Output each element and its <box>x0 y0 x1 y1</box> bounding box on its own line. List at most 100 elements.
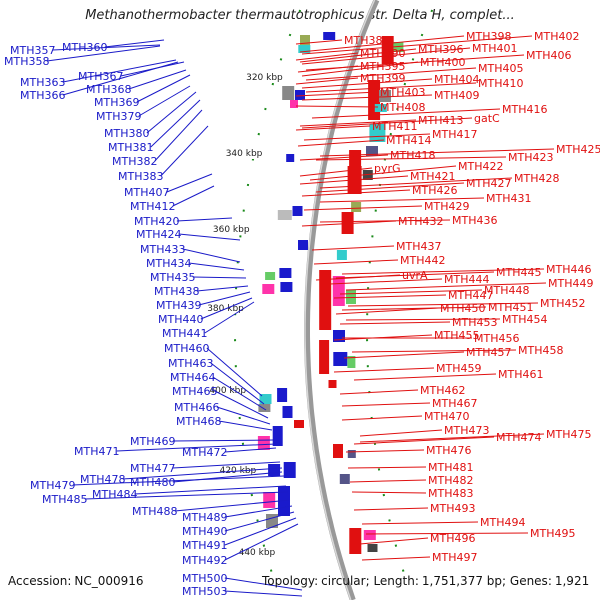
left-gene-label: MTH357 <box>10 44 55 57</box>
left-gene-label: MTH367 <box>78 70 123 83</box>
right-gene-label: MTH429 <box>424 200 469 213</box>
left-gene-label: MTH440 <box>158 313 203 326</box>
gene-arrow <box>277 388 288 402</box>
topology-value: circular; <box>321 574 370 588</box>
left-callout-line <box>224 590 303 597</box>
gene-arrow <box>333 444 343 458</box>
left-gene-label: MTH433 <box>140 243 185 256</box>
right-gene-label: gatC <box>474 112 500 125</box>
left-gene-label: MTH434 <box>146 257 191 270</box>
gene-arrow <box>286 154 295 162</box>
topology-readout: Topology:circular; Length:1,751,377 bp; … <box>262 574 589 588</box>
right-gene-label: MTH449 <box>548 277 593 290</box>
right-gene-label: MTH427 <box>466 177 511 190</box>
left-callout-line <box>154 109 203 162</box>
gene-block <box>333 352 348 366</box>
left-gene-label: MTH465 <box>172 385 217 398</box>
left-gene-label: MTH484 <box>92 488 137 501</box>
right-callout-line <box>345 318 501 321</box>
tick-label: 340 kbp <box>226 149 263 159</box>
left-gene-label: MTH380 <box>104 127 149 140</box>
left-gene-label: MTH382 <box>112 155 157 168</box>
right-gene-label: MTH450 <box>440 302 485 315</box>
right-callout-line <box>333 294 447 299</box>
left-callout-line <box>176 217 233 222</box>
gene-arrow <box>328 380 337 388</box>
left-label-layer: MTH357MTH358MTH360MTH363MTH366MTH367MTH3… <box>4 41 227 598</box>
right-callout-line <box>353 436 495 445</box>
right-callout-line <box>295 105 379 108</box>
right-gene-label: MTH474 <box>496 431 541 444</box>
right-gene-label: MTH459 <box>436 362 481 375</box>
left-gene-label: MTH381 <box>108 141 153 154</box>
right-gene-label: MTH423 <box>508 151 553 164</box>
left-callout-line <box>174 499 291 512</box>
right-gene-label: MTH405 <box>478 62 523 75</box>
right-callout-line <box>361 521 479 525</box>
right-gene-label: MTH403 <box>380 86 425 99</box>
right-gene-label: MTH402 <box>534 30 579 43</box>
right-callout-line <box>343 351 465 359</box>
left-callout-line <box>210 362 265 405</box>
right-callout-line <box>299 119 417 127</box>
gene-arrow <box>323 32 336 40</box>
right-gene-label: MTH431 <box>486 192 531 205</box>
right-callout-line <box>333 367 435 373</box>
tick-label-bg <box>207 385 252 396</box>
right-callout-line <box>313 259 399 265</box>
gene-arrow <box>349 528 362 554</box>
left-gene-label: MTH466 <box>174 401 219 414</box>
right-callout-line <box>339 389 419 395</box>
left-gene-label: MTH363 <box>20 76 65 89</box>
right-callout-line <box>299 175 409 185</box>
left-callout-line <box>172 439 275 442</box>
left-callout-line <box>136 74 191 103</box>
right-callout-line <box>353 373 497 381</box>
gene-block <box>336 250 347 260</box>
left-callout-line <box>46 45 161 62</box>
left-gene-label: MTH366 <box>20 89 65 102</box>
right-callout-line <box>345 449 425 453</box>
gene-block <box>258 404 271 412</box>
left-callout-line <box>224 447 277 453</box>
backbone-layer <box>234 0 434 600</box>
right-callout-line <box>347 466 427 469</box>
gene-block <box>257 436 270 450</box>
right-gene-label: MTH453 <box>452 316 497 329</box>
right-gene-label: MTH447 <box>448 289 493 302</box>
tick-label-bg <box>210 224 255 235</box>
gene-arrow <box>341 212 354 234</box>
right-gene-label: MTH385 <box>344 34 389 47</box>
gene-block <box>282 86 295 100</box>
backbone-highlight <box>304 0 376 600</box>
right-callout-line <box>319 219 451 223</box>
left-callout-line <box>200 297 253 320</box>
right-gene-label: MTH476 <box>426 444 471 457</box>
right-gene-label: MTH422 <box>458 160 503 173</box>
left-gene-label: MTH479 <box>30 479 75 492</box>
right-gene-label: MTH409 <box>434 89 479 102</box>
gene-block <box>346 290 356 304</box>
gene-block <box>277 210 292 220</box>
right-gene-label: MTH425 <box>556 143 600 156</box>
left-gene-label: MTH472 <box>182 446 227 459</box>
right-callout-line <box>333 334 433 341</box>
left-gene-label: MTH491 <box>182 539 227 552</box>
tick-label-bg <box>244 72 289 83</box>
right-gene-label: MTH445 <box>496 266 541 279</box>
gene-block <box>300 35 310 45</box>
left-callout-line <box>188 262 245 271</box>
right-gene-label: MTH390 <box>360 47 405 60</box>
length-value: 1,751,377 bp; <box>421 574 507 588</box>
gene-block <box>339 474 350 484</box>
right-gene-label: MTH497 <box>432 551 477 564</box>
left-gene-label: MTH460 <box>164 342 209 355</box>
tick-label: 320 kbp <box>246 73 283 83</box>
left-gene-label: MTH383 <box>118 170 163 183</box>
right-gene-label: MTH437 <box>396 240 441 253</box>
left-callout-line <box>196 285 249 292</box>
left-gene-label: MTH469 <box>130 435 175 448</box>
accession-label: Accession: <box>8 574 72 588</box>
right-callout-line <box>297 65 359 73</box>
